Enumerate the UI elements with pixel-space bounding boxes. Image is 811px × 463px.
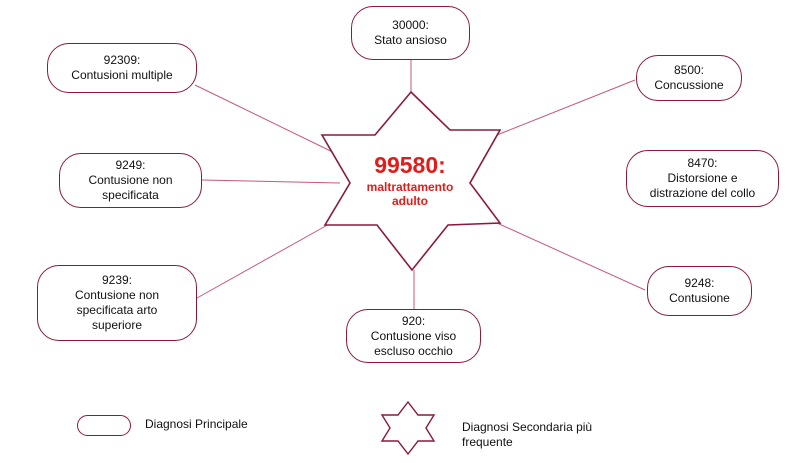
node-8470: 8470: Distorsione e distrazione del coll… [626,150,779,207]
node-label: Stato ansioso [374,33,447,47]
node-code: 9248: [684,276,715,290]
legend-secondary-label: Diagnosi Secondaria più frequente [462,420,593,449]
node-label: Concussione [654,78,724,92]
connector-line-9239 [196,217,341,299]
node-code: 9249: [115,158,146,172]
center-diagnosis-description: maltrattamento adulto [366,180,454,208]
node-9248: 9248: Contusione [647,266,752,316]
node-text: 92309: Contusioni multiple [71,53,172,83]
legend-principal-swatch [77,415,131,436]
node-8500: 8500: Concussione [636,55,742,101]
center-star-shape [320,90,502,272]
connector-line-9249 [201,179,341,184]
node-920: 920: Contusione viso escluso occhio [346,309,481,363]
node-text: 9239: Contusione non specificata arto su… [75,273,159,333]
node-30000: 30000: Stato ansioso [351,6,470,60]
node-label: Distorsione e distrazione del collo [649,171,756,200]
connector-line-92309 [194,84,346,159]
node-code: 30000: [392,18,429,32]
node-text: 920: Contusione viso escluso occhio [371,314,456,359]
node-text: 8470: Distorsione e distrazione del coll… [650,156,755,201]
node-code: 8470: [687,156,718,170]
node-9239: 9239: Contusione non specificata arto su… [37,265,197,341]
connector-line-9248 [496,222,646,291]
node-text: 30000: Stato ansioso [374,18,447,48]
node-code: 8500: [673,63,705,77]
node-code: 9239: [101,273,132,287]
center-diagnosis-code: 99580: [374,152,446,178]
node-text: 9248: Contusione [669,276,730,306]
legend-star-icon [380,400,436,456]
node-92309: 92309: Contusioni multiple [47,43,197,93]
node-label: Contusione viso escluso occhio [370,328,457,358]
node-code: 920: [401,313,426,328]
node-label: Contusione non specificata arto superior… [74,288,160,332]
legend-principal-label: Diagnosi Principale [145,417,248,431]
node-text: 9249: Contusione non specificata [88,158,172,203]
connector-line-8500 [496,79,636,136]
node-label: Contusione non specificata [88,173,173,202]
node-label: Contusione [669,291,730,305]
node-label: Contusioni multiple [71,68,173,82]
node-code: 92309: [103,53,141,67]
node-text: 8500: Concussione [654,63,723,93]
node-9249: 9249: Contusione non specificata [59,153,202,208]
